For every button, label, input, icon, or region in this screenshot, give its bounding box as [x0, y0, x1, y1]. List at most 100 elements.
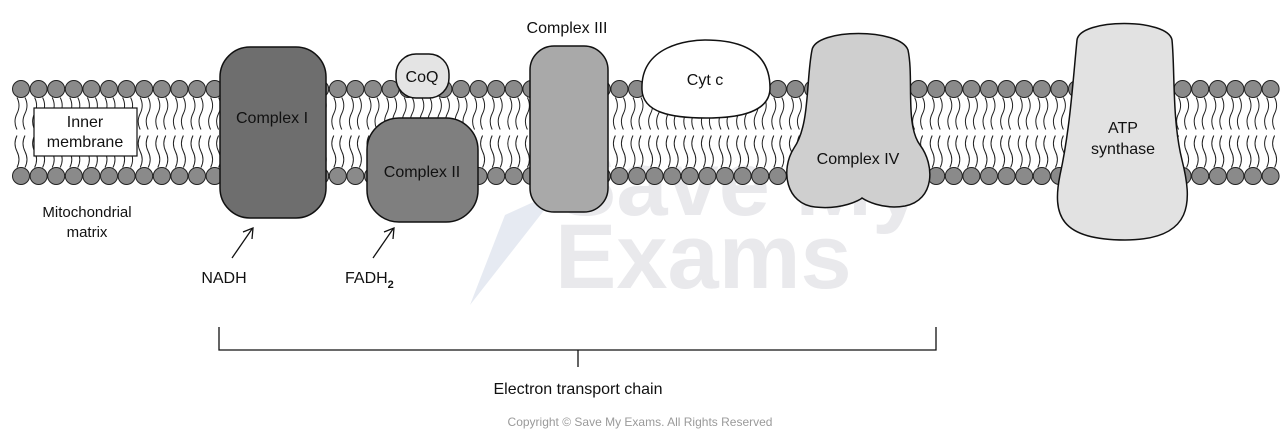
- lipid-tail: [1219, 97, 1225, 130]
- nadh-arrow-line: [231, 228, 253, 259]
- lipid-tail: [947, 97, 953, 130]
- lipid-tail: [524, 135, 530, 168]
- lipid-head: [997, 167, 1016, 185]
- lipid-tail: [1254, 97, 1260, 130]
- lipid-tail: [990, 135, 996, 168]
- lipid-tail: [1052, 97, 1058, 130]
- lipid-tail: [1201, 97, 1207, 130]
- lipid-tail: [1008, 135, 1014, 168]
- lipid-tail: [1193, 97, 1199, 130]
- lipid-head: [170, 80, 189, 98]
- lipid-tail: [1176, 97, 1182, 130]
- lipid-tail: [665, 135, 671, 168]
- lipid-tail: [736, 135, 742, 168]
- inner-membrane-label: Inner membrane: [33, 107, 138, 157]
- complex-2-shape: [366, 117, 479, 223]
- lipid-head: [1226, 167, 1245, 185]
- lipid-tail: [700, 135, 706, 168]
- cyt-c: Cyt c: [641, 39, 771, 119]
- lipid-tail: [198, 97, 204, 130]
- lipid-head: [1191, 80, 1210, 98]
- lipid-tail: [955, 97, 961, 130]
- lipid-tail: [1025, 135, 1031, 168]
- lipid-tail: [190, 135, 196, 168]
- lipid-head: [1032, 80, 1051, 98]
- lipid-head: [1208, 80, 1227, 98]
- lipid-head: [1261, 80, 1280, 98]
- lipid-tail: [779, 135, 785, 168]
- lipid-tail: [1060, 97, 1066, 130]
- lipid-tail: [1211, 135, 1217, 168]
- lipid-tail: [356, 97, 362, 130]
- lipid-tail: [929, 135, 935, 168]
- lipid-head: [487, 80, 506, 98]
- lipid-tail: [972, 97, 978, 130]
- etc-label: Electron transport chain: [494, 381, 663, 398]
- lipid-tail: [480, 97, 486, 130]
- coq: CoQ: [395, 53, 450, 99]
- lipid-head: [346, 80, 365, 98]
- watermark-text-line2: Exams: [555, 206, 852, 308]
- lipid-head: [152, 167, 171, 185]
- lipid-head: [716, 167, 734, 185]
- lipid-tail: [190, 97, 196, 130]
- lipid-head: [47, 167, 66, 185]
- lipid-head: [962, 80, 981, 98]
- lipid-head: [64, 167, 83, 185]
- lipid-tail: [1008, 97, 1014, 130]
- lipid-tail: [1272, 135, 1278, 168]
- lipid-head: [188, 167, 206, 185]
- nadh-input: NADH: [201, 227, 254, 287]
- lipid-tail: [374, 97, 380, 130]
- complex-2: Complex II: [366, 117, 479, 223]
- lipid-tail: [620, 97, 626, 130]
- lipid-tail: [1272, 97, 1278, 130]
- nadh-arrow-head-icon: [242, 227, 254, 240]
- lipid-tail: [638, 97, 644, 130]
- lipid-tail: [964, 97, 970, 130]
- lipid-head: [152, 80, 171, 98]
- lipid-tail: [1025, 97, 1031, 130]
- lipid-head: [944, 167, 963, 185]
- lipid-head: [47, 80, 66, 98]
- inner-membrane-text-line1: Inner: [67, 114, 104, 131]
- lipid-tail: [22, 97, 28, 130]
- lipid-tail: [208, 135, 214, 168]
- lipid-head: [1208, 167, 1227, 185]
- lipid-head: [698, 167, 717, 185]
- complex-3-shape: [529, 45, 609, 213]
- lipid-tail: [348, 135, 354, 168]
- lipid-head: [786, 80, 805, 98]
- lipid-head: [1015, 80, 1034, 98]
- lipid-head: [733, 167, 752, 185]
- lipid-head: [346, 167, 365, 185]
- lipid-head: [944, 80, 963, 98]
- lipid-tail: [180, 135, 186, 168]
- lipid-head: [100, 167, 118, 185]
- lipid-tail: [1017, 97, 1023, 130]
- lipid-tail: [982, 135, 988, 168]
- nadh-label: NADH: [201, 270, 246, 287]
- lipid-head: [1244, 80, 1262, 98]
- lipid-tail: [198, 135, 204, 168]
- complex-1: Complex I: [219, 46, 327, 219]
- lipid-tail: [796, 97, 802, 130]
- lipid-head: [452, 80, 470, 98]
- inner-membrane-box: [33, 107, 138, 157]
- lipid-head: [1050, 80, 1069, 98]
- fadh2-label-main: FADH: [345, 270, 388, 287]
- lipid-tail: [1254, 135, 1260, 168]
- lipid-tail: [524, 97, 530, 130]
- etc-bracket-line: [218, 327, 937, 351]
- lipid-tail: [753, 135, 759, 168]
- lipid-tail: [489, 135, 495, 168]
- lipid-tail: [1228, 135, 1234, 168]
- lipid-head: [117, 167, 136, 185]
- lipid-head: [927, 80, 946, 98]
- lipid-tail: [172, 97, 178, 130]
- lipid-tail: [630, 135, 636, 168]
- lipid-head: [487, 167, 506, 185]
- lipid-head: [768, 80, 787, 98]
- lipid-tail: [507, 135, 513, 168]
